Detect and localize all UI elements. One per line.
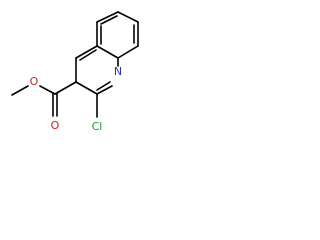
double-bond-inner <box>100 15 118 25</box>
bond <box>117 45 139 59</box>
chlorine-atom-label: Cl <box>92 120 103 133</box>
bond-ring-carbonyl <box>54 81 77 95</box>
bond <box>75 81 98 95</box>
bond <box>117 11 139 23</box>
ester-oxygen-label: O <box>30 75 39 88</box>
structure-canvas: N Cl O O <box>0 0 150 150</box>
carbonyl-oxygen-label: O <box>51 119 60 132</box>
bond-carbonyl-ester-oxygen <box>39 85 56 95</box>
bond <box>96 85 113 95</box>
nitrogen-atom-label: N <box>114 65 122 78</box>
bond <box>96 45 119 59</box>
double-bond-inner <box>79 49 97 61</box>
chemical-structure: N Cl O O <box>11 11 139 133</box>
double-bond-inner <box>96 81 111 91</box>
bond <box>96 11 119 23</box>
bond-oxygen-methyl <box>11 85 29 96</box>
bond <box>75 45 98 59</box>
